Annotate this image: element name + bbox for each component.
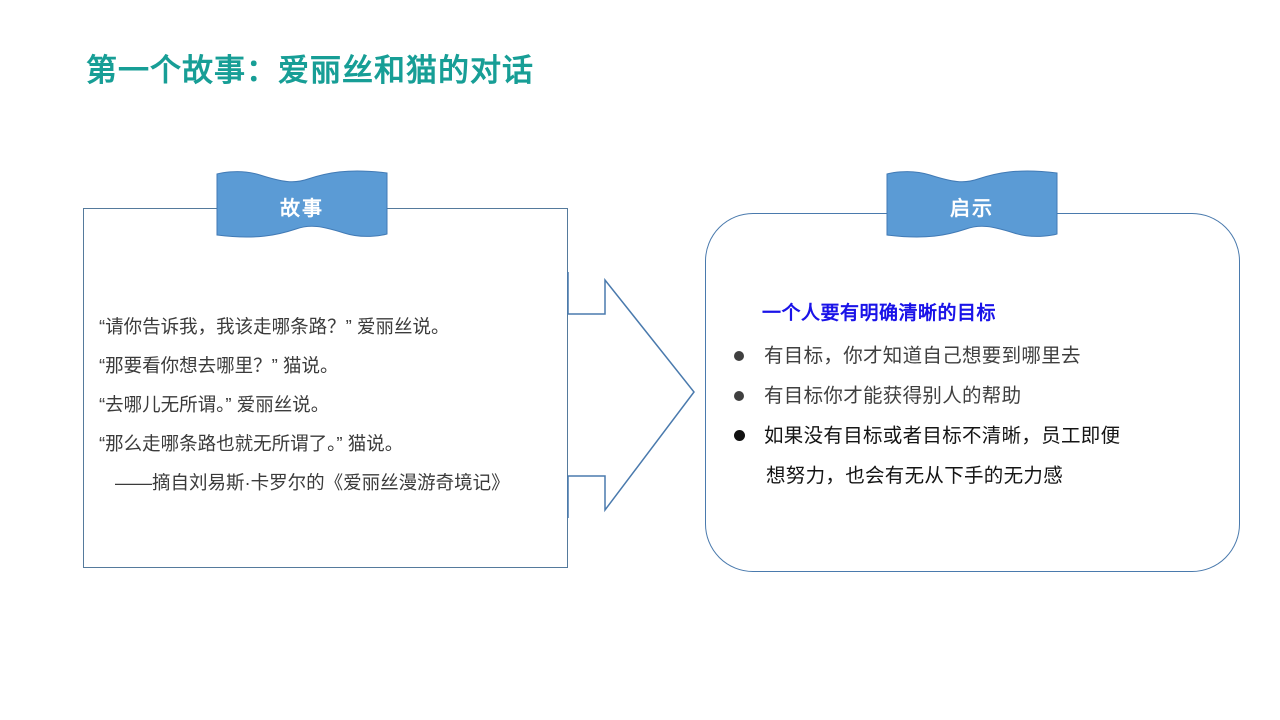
story-line-4: “那么走哪条路也就无所谓了。” 猫说。	[99, 433, 404, 454]
revelation-ribbon-banner: 启示	[886, 166, 1058, 242]
list-item-label: 有目标，你才知道自己想要到哪里去	[764, 345, 1081, 367]
revelation-panel	[705, 213, 1240, 572]
story-line-1: “请你告诉我，我该走哪条路？” 爱丽丝说。	[99, 316, 450, 337]
bullet-dot-icon	[734, 430, 745, 441]
right-arrow-icon	[567, 272, 695, 518]
story-ribbon-banner: 故事	[216, 166, 388, 242]
story-attribution: ——摘自刘易斯·卡罗尔的《爱丽丝漫游奇境记》	[115, 472, 510, 493]
list-item: 如果没有目标或者目标不清晰，员工即便 想努力，也会有无从下手的无力感	[731, 416, 1211, 496]
list-item: 有目标，你才知道自己想要到哪里去	[731, 336, 1211, 376]
list-item-label-line2: 想努力，也会有无从下手的无力感	[766, 465, 1064, 487]
ribbon-shape-icon	[886, 170, 1058, 238]
story-ribbon-label: 故事	[280, 197, 324, 220]
bullet-dot-icon	[734, 351, 744, 361]
story-line-3: “去哪儿无所谓。” 爱丽丝说。	[99, 394, 330, 415]
story-panel	[83, 208, 568, 568]
revelation-heading: 一个人要有明确清晰的目标	[762, 303, 997, 324]
revelation-bullet-list: 有目标，你才知道自己想要到哪里去 有目标你才能获得别人的帮助 如果没有目标或者目…	[731, 336, 1211, 496]
story-text-block: “请你告诉我，我该走哪条路？” 爱丽丝说。 “那要看你想去哪里？” 猫说。 “去…	[99, 307, 569, 502]
list-item-label: 如果没有目标或者目标不清晰，员工即便	[764, 425, 1121, 447]
page-title: 第一个故事：爱丽丝和猫的对话	[86, 53, 534, 88]
story-line-2: “那要看你想去哪里？” 猫说。	[99, 355, 339, 376]
list-item: 有目标你才能获得别人的帮助	[731, 376, 1211, 416]
bullet-dot-icon	[734, 391, 744, 401]
ribbon-shape-icon	[216, 170, 388, 238]
revelation-ribbon-label: 启示	[950, 197, 994, 220]
list-item-label: 有目标你才能获得别人的帮助	[764, 385, 1022, 407]
